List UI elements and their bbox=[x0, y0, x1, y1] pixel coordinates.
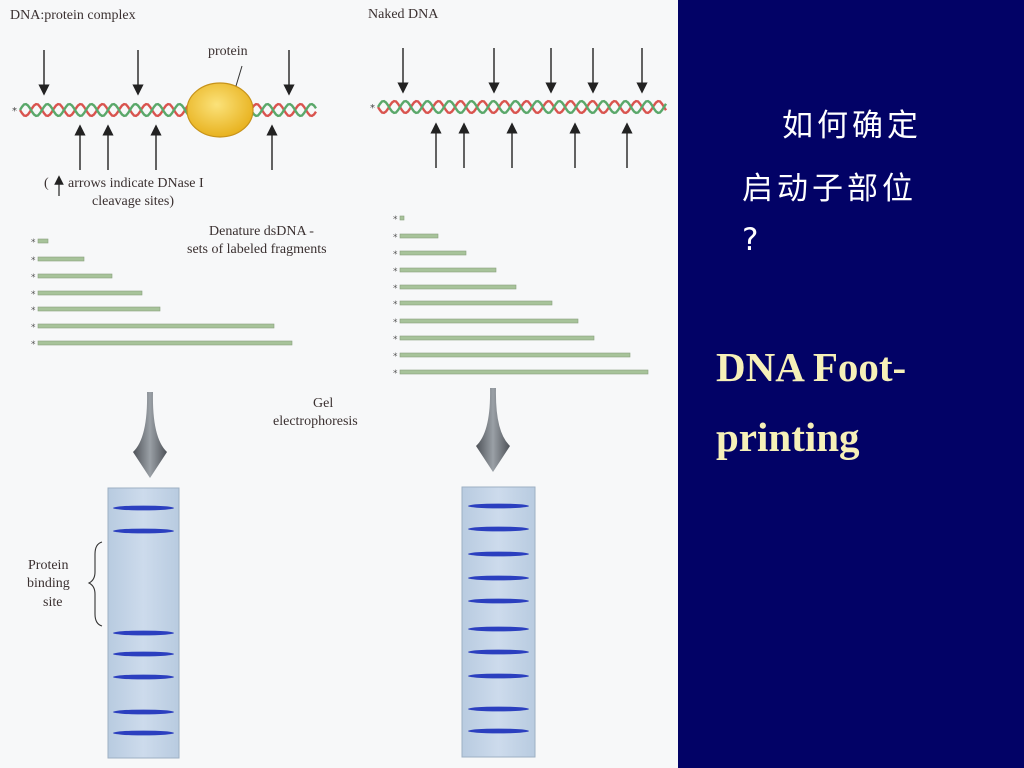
fragment-label-marker: * bbox=[393, 352, 398, 362]
fragment-bar bbox=[37, 306, 161, 312]
footprinting-diagram: * * bbox=[12, 48, 668, 759]
fragment-bar bbox=[399, 318, 579, 324]
gel-band bbox=[468, 706, 529, 712]
label-protein-binding-2: binding bbox=[27, 576, 70, 591]
fragment-bar bbox=[37, 340, 293, 346]
fragment-label-marker: * bbox=[393, 300, 398, 310]
gel-funnel-arrows bbox=[133, 388, 510, 478]
label-protein-binding-1: Protein bbox=[28, 558, 69, 573]
binding-site-bracket bbox=[87, 541, 103, 627]
gel-band bbox=[468, 649, 529, 655]
label-denature-1: Denature dsDNA - bbox=[209, 224, 314, 239]
fragment-bar bbox=[399, 284, 517, 290]
arrows-top bbox=[38, 48, 648, 96]
gel-band bbox=[468, 626, 529, 632]
fragment-label-marker: * bbox=[393, 215, 398, 225]
fragment-label-marker: * bbox=[31, 273, 36, 283]
gel-band bbox=[468, 728, 529, 734]
fragment-label-marker: * bbox=[393, 250, 398, 260]
gel-band bbox=[113, 709, 174, 715]
gel-band bbox=[113, 730, 174, 736]
label-naked-dna: Naked DNA bbox=[368, 7, 439, 22]
fragment-bar bbox=[399, 300, 553, 306]
gel-band bbox=[113, 651, 174, 657]
label-dna-protein-complex: DNA:protein complex bbox=[10, 8, 136, 23]
label-electrophoresis: electrophoresis bbox=[273, 414, 358, 429]
fragment-label-marker: * bbox=[31, 306, 36, 316]
fragment-bar bbox=[37, 256, 85, 262]
slide-title-line-1: DNA Foot- bbox=[716, 344, 907, 390]
gel-lane-naked bbox=[461, 486, 536, 758]
fragment-label-marker: * bbox=[393, 318, 398, 328]
funnel-arrow-left-icon bbox=[133, 392, 167, 478]
fragment-bar bbox=[399, 352, 631, 358]
funnel-arrow-right-icon bbox=[476, 388, 510, 472]
label-denature-2: sets of labeled fragments bbox=[187, 242, 327, 257]
dna-strand-red bbox=[18, 102, 317, 118]
fragment-bar bbox=[37, 323, 275, 329]
fragment-bar bbox=[399, 215, 405, 221]
question-line-3: ? bbox=[742, 222, 763, 258]
dna-helix-naked: * bbox=[370, 99, 668, 115]
fragment-bar bbox=[37, 238, 49, 244]
fragment-label-marker: * bbox=[393, 233, 398, 243]
label-arrows-note-1: arrows indicate DNase I bbox=[68, 176, 204, 191]
fragment-bar bbox=[399, 267, 497, 273]
fragment-label-marker: * bbox=[393, 267, 398, 277]
fragment-label-marker: * bbox=[31, 256, 36, 266]
label-star-marker: * bbox=[12, 106, 17, 117]
footprinting-figure-panel: * * bbox=[10, 7, 668, 759]
fragment-label-marker: * bbox=[31, 340, 36, 350]
fragment-label-marker: * bbox=[393, 335, 398, 345]
fragments-naked: * * * * * * * * * * bbox=[393, 215, 649, 379]
label-protein: protein bbox=[208, 44, 248, 59]
gel-band bbox=[113, 505, 174, 511]
dna-helix-protein-complex: * bbox=[12, 102, 317, 118]
protein-blob bbox=[186, 82, 254, 138]
fragment-bar bbox=[399, 369, 649, 375]
gel-lane-protein-complex bbox=[107, 487, 180, 759]
gel-band bbox=[468, 673, 529, 679]
gel-band bbox=[113, 528, 174, 534]
fragment-bar bbox=[399, 335, 595, 341]
gel-band bbox=[468, 598, 529, 604]
dna-strand-green bbox=[18, 102, 317, 118]
fragment-label-marker: * bbox=[31, 238, 36, 248]
gel-band bbox=[468, 503, 529, 509]
dna-strand-red bbox=[376, 99, 668, 115]
label-star-marker: * bbox=[370, 103, 375, 114]
question-line-1: 如何确定 bbox=[782, 108, 922, 144]
fragment-bar bbox=[399, 233, 439, 239]
label-arrows-note-2: cleavage sites) bbox=[92, 194, 175, 209]
label-gel: Gel bbox=[313, 396, 334, 411]
slide-title-line-2: printing bbox=[716, 414, 860, 460]
fragment-label-marker: * bbox=[393, 369, 398, 379]
gel-band bbox=[468, 551, 529, 557]
label-protein-binding-3: site bbox=[43, 595, 63, 610]
fragment-label-marker: * bbox=[393, 284, 398, 294]
title-panel bbox=[678, 0, 1024, 768]
fragment-bar bbox=[37, 290, 143, 296]
label-paren-open: ( bbox=[44, 176, 49, 191]
fragment-bar bbox=[399, 250, 467, 256]
bands-naked bbox=[468, 503, 529, 734]
protein-pointer bbox=[235, 65, 243, 87]
fragment-bar bbox=[37, 273, 113, 279]
question-line-2: 启动子部位 bbox=[742, 171, 917, 207]
gel-band bbox=[468, 575, 529, 581]
fragments-protein-complex: * * * * * * * bbox=[31, 238, 293, 350]
fragment-label-marker: * bbox=[31, 323, 36, 333]
dna-strand-green bbox=[376, 99, 668, 115]
fragment-label-marker: * bbox=[31, 290, 36, 300]
arrows-bottom bbox=[74, 122, 633, 170]
gel-band bbox=[113, 630, 174, 636]
bands-protein-complex bbox=[113, 505, 174, 736]
gel-band bbox=[468, 526, 529, 532]
gel-band bbox=[113, 674, 174, 680]
